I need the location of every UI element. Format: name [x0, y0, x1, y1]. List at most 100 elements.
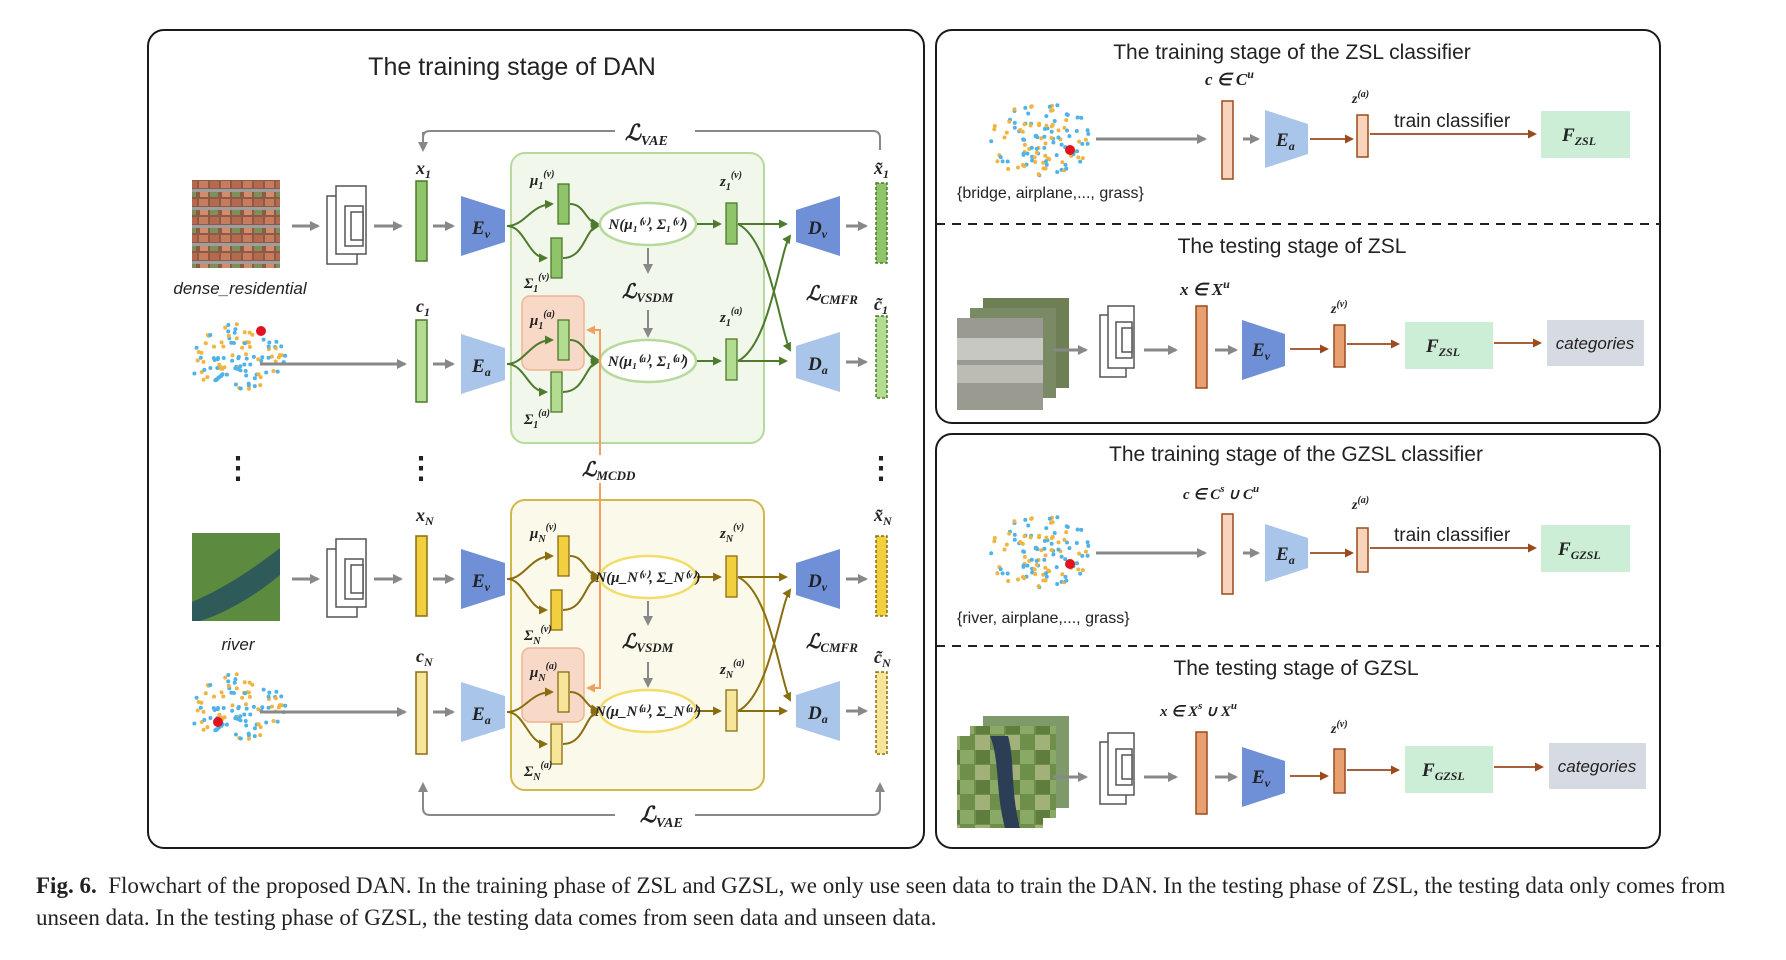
scatter-point	[274, 339, 279, 344]
scatter-point	[1056, 128, 1061, 133]
scatter-point	[1020, 575, 1025, 579]
scatter-point	[219, 340, 224, 345]
scatter-point	[1032, 567, 1037, 572]
scatter-point	[1065, 540, 1069, 545]
scatter-point	[1074, 541, 1079, 545]
svg-text:Da: Da	[807, 354, 828, 377]
gzsl-c-bar	[1221, 513, 1234, 595]
scatter-point	[1060, 160, 1065, 165]
xN-hat-label: x̃N	[873, 505, 893, 528]
scatter-point	[1025, 563, 1030, 568]
scatter-point	[226, 329, 231, 334]
svg-text:Ea: Ea	[471, 704, 491, 727]
scatter-point	[1012, 107, 1017, 112]
zsl-z-v-bar	[1333, 324, 1346, 368]
visual-encoder-1	[461, 196, 505, 256]
scatter-point	[1029, 557, 1034, 562]
scatter-point	[1064, 118, 1069, 123]
scatter-point	[1078, 571, 1083, 576]
scatter-point	[242, 330, 247, 335]
scatter-point	[1050, 122, 1055, 127]
scatter-point	[194, 695, 199, 700]
scatter-point	[1047, 569, 1052, 574]
zsl-z-v-label: z(v)	[1330, 299, 1348, 317]
scatter-point	[240, 345, 245, 350]
scatter-point	[1050, 534, 1055, 539]
scatter-point	[1060, 572, 1065, 577]
scatter-point	[212, 694, 216, 699]
scatter-point	[1028, 123, 1033, 128]
scatter-point	[274, 689, 279, 694]
label-river: river	[221, 635, 255, 654]
zsl-c-bar	[1221, 100, 1234, 180]
scatter-point	[1032, 155, 1037, 160]
scatter-point	[1044, 123, 1049, 128]
vdots-2: ⋮	[406, 452, 436, 485]
scatter-point	[1044, 535, 1049, 540]
scatter-point	[238, 386, 243, 391]
scatter-point	[1075, 115, 1080, 120]
scatter-point	[233, 677, 238, 682]
scatter-point	[1075, 561, 1080, 566]
scatter-point	[242, 680, 247, 685]
scatter-point	[211, 706, 216, 711]
scatter-point	[244, 706, 249, 711]
scatter-point	[242, 712, 247, 717]
scatter-point	[1076, 155, 1081, 160]
scatter-point	[279, 344, 284, 349]
scatter-point	[1077, 551, 1082, 556]
scatter-point	[1064, 166, 1069, 171]
scatter-point	[208, 333, 213, 337]
scatter-point	[1004, 130, 1009, 135]
scatter-point	[1012, 519, 1017, 524]
scatter-point	[1047, 157, 1052, 162]
scatter-point	[1007, 531, 1012, 536]
scatter-point	[250, 682, 255, 687]
scatter-point	[258, 725, 263, 730]
scatter-point	[1026, 111, 1031, 116]
scatter-point	[201, 359, 206, 364]
scatter-point	[1067, 134, 1072, 139]
c1-recon-bar	[875, 315, 888, 399]
scatter-point	[1036, 584, 1041, 589]
scatter-point	[1083, 549, 1088, 554]
loss-cmfr-N: ℒCMFR	[806, 631, 858, 655]
scatter-point	[201, 709, 206, 714]
scatter-point	[243, 691, 247, 696]
scatter-point	[236, 355, 241, 359]
scatter-point	[251, 704, 256, 709]
zsl-z-a-bar	[1356, 114, 1369, 158]
scatter-point	[271, 369, 276, 373]
scatter-point	[1022, 122, 1027, 127]
scatter-point	[1029, 104, 1034, 109]
scatter-point	[1005, 159, 1010, 164]
scatter-point	[252, 376, 257, 381]
scatter-point	[238, 364, 243, 369]
scatter-point	[221, 706, 226, 710]
scatter-point	[247, 344, 252, 349]
scatter-point	[205, 725, 210, 730]
x1-hat-label: x̃1	[873, 158, 889, 181]
scatter-point	[244, 723, 249, 728]
scatter-point	[215, 357, 220, 362]
scatter-point	[226, 673, 231, 677]
cnn-backbone-icon-N	[326, 538, 367, 618]
scatter-point	[233, 716, 238, 721]
scatter-point	[1029, 145, 1034, 150]
scatter-point	[240, 695, 245, 700]
scatter-point	[226, 333, 231, 338]
c1-hat-label: c̃1	[874, 294, 888, 317]
scatter-point	[1049, 129, 1054, 134]
scatter-point	[234, 686, 239, 691]
scatter-point	[992, 127, 997, 132]
scatter-point	[1034, 146, 1039, 151]
gzsl-test-images	[957, 716, 1069, 828]
scatter-point	[1028, 535, 1033, 540]
vdots-1: ⋮	[223, 452, 253, 485]
scatter-point	[246, 383, 251, 388]
sigma-a-1: Σ1(a)	[523, 408, 550, 431]
cN-recon-bar	[875, 671, 888, 755]
scatter-point	[1043, 166, 1048, 171]
scatter-point	[266, 694, 271, 699]
scatter-point	[1054, 565, 1059, 570]
